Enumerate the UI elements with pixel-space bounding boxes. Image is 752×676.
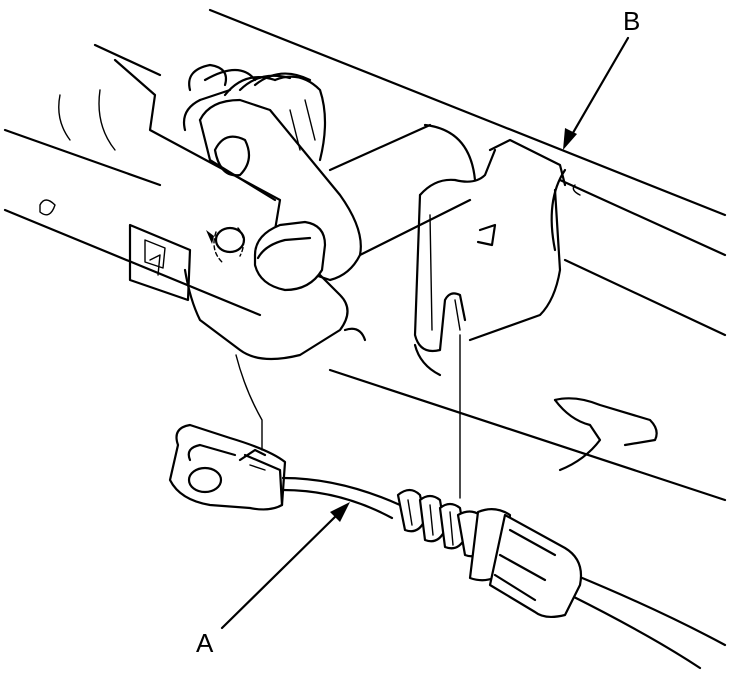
shaft-tube (328, 123, 727, 257)
frame-clip (343, 327, 658, 472)
callout-b-leader (563, 36, 630, 150)
callout-label-a: A (196, 628, 214, 658)
cable-eyelet (168, 423, 287, 511)
pin-boss (206, 220, 327, 292)
frame-rail (3, 8, 727, 502)
pivot-arm (188, 63, 362, 282)
upper-bracket (113, 58, 349, 361)
alignment-lines (235, 334, 461, 499)
cable (281, 476, 727, 670)
cable-adjuster (396, 488, 583, 619)
callout-label-b: B (623, 6, 641, 36)
callout-a-leader (220, 502, 350, 630)
bracket-b (413, 138, 567, 353)
